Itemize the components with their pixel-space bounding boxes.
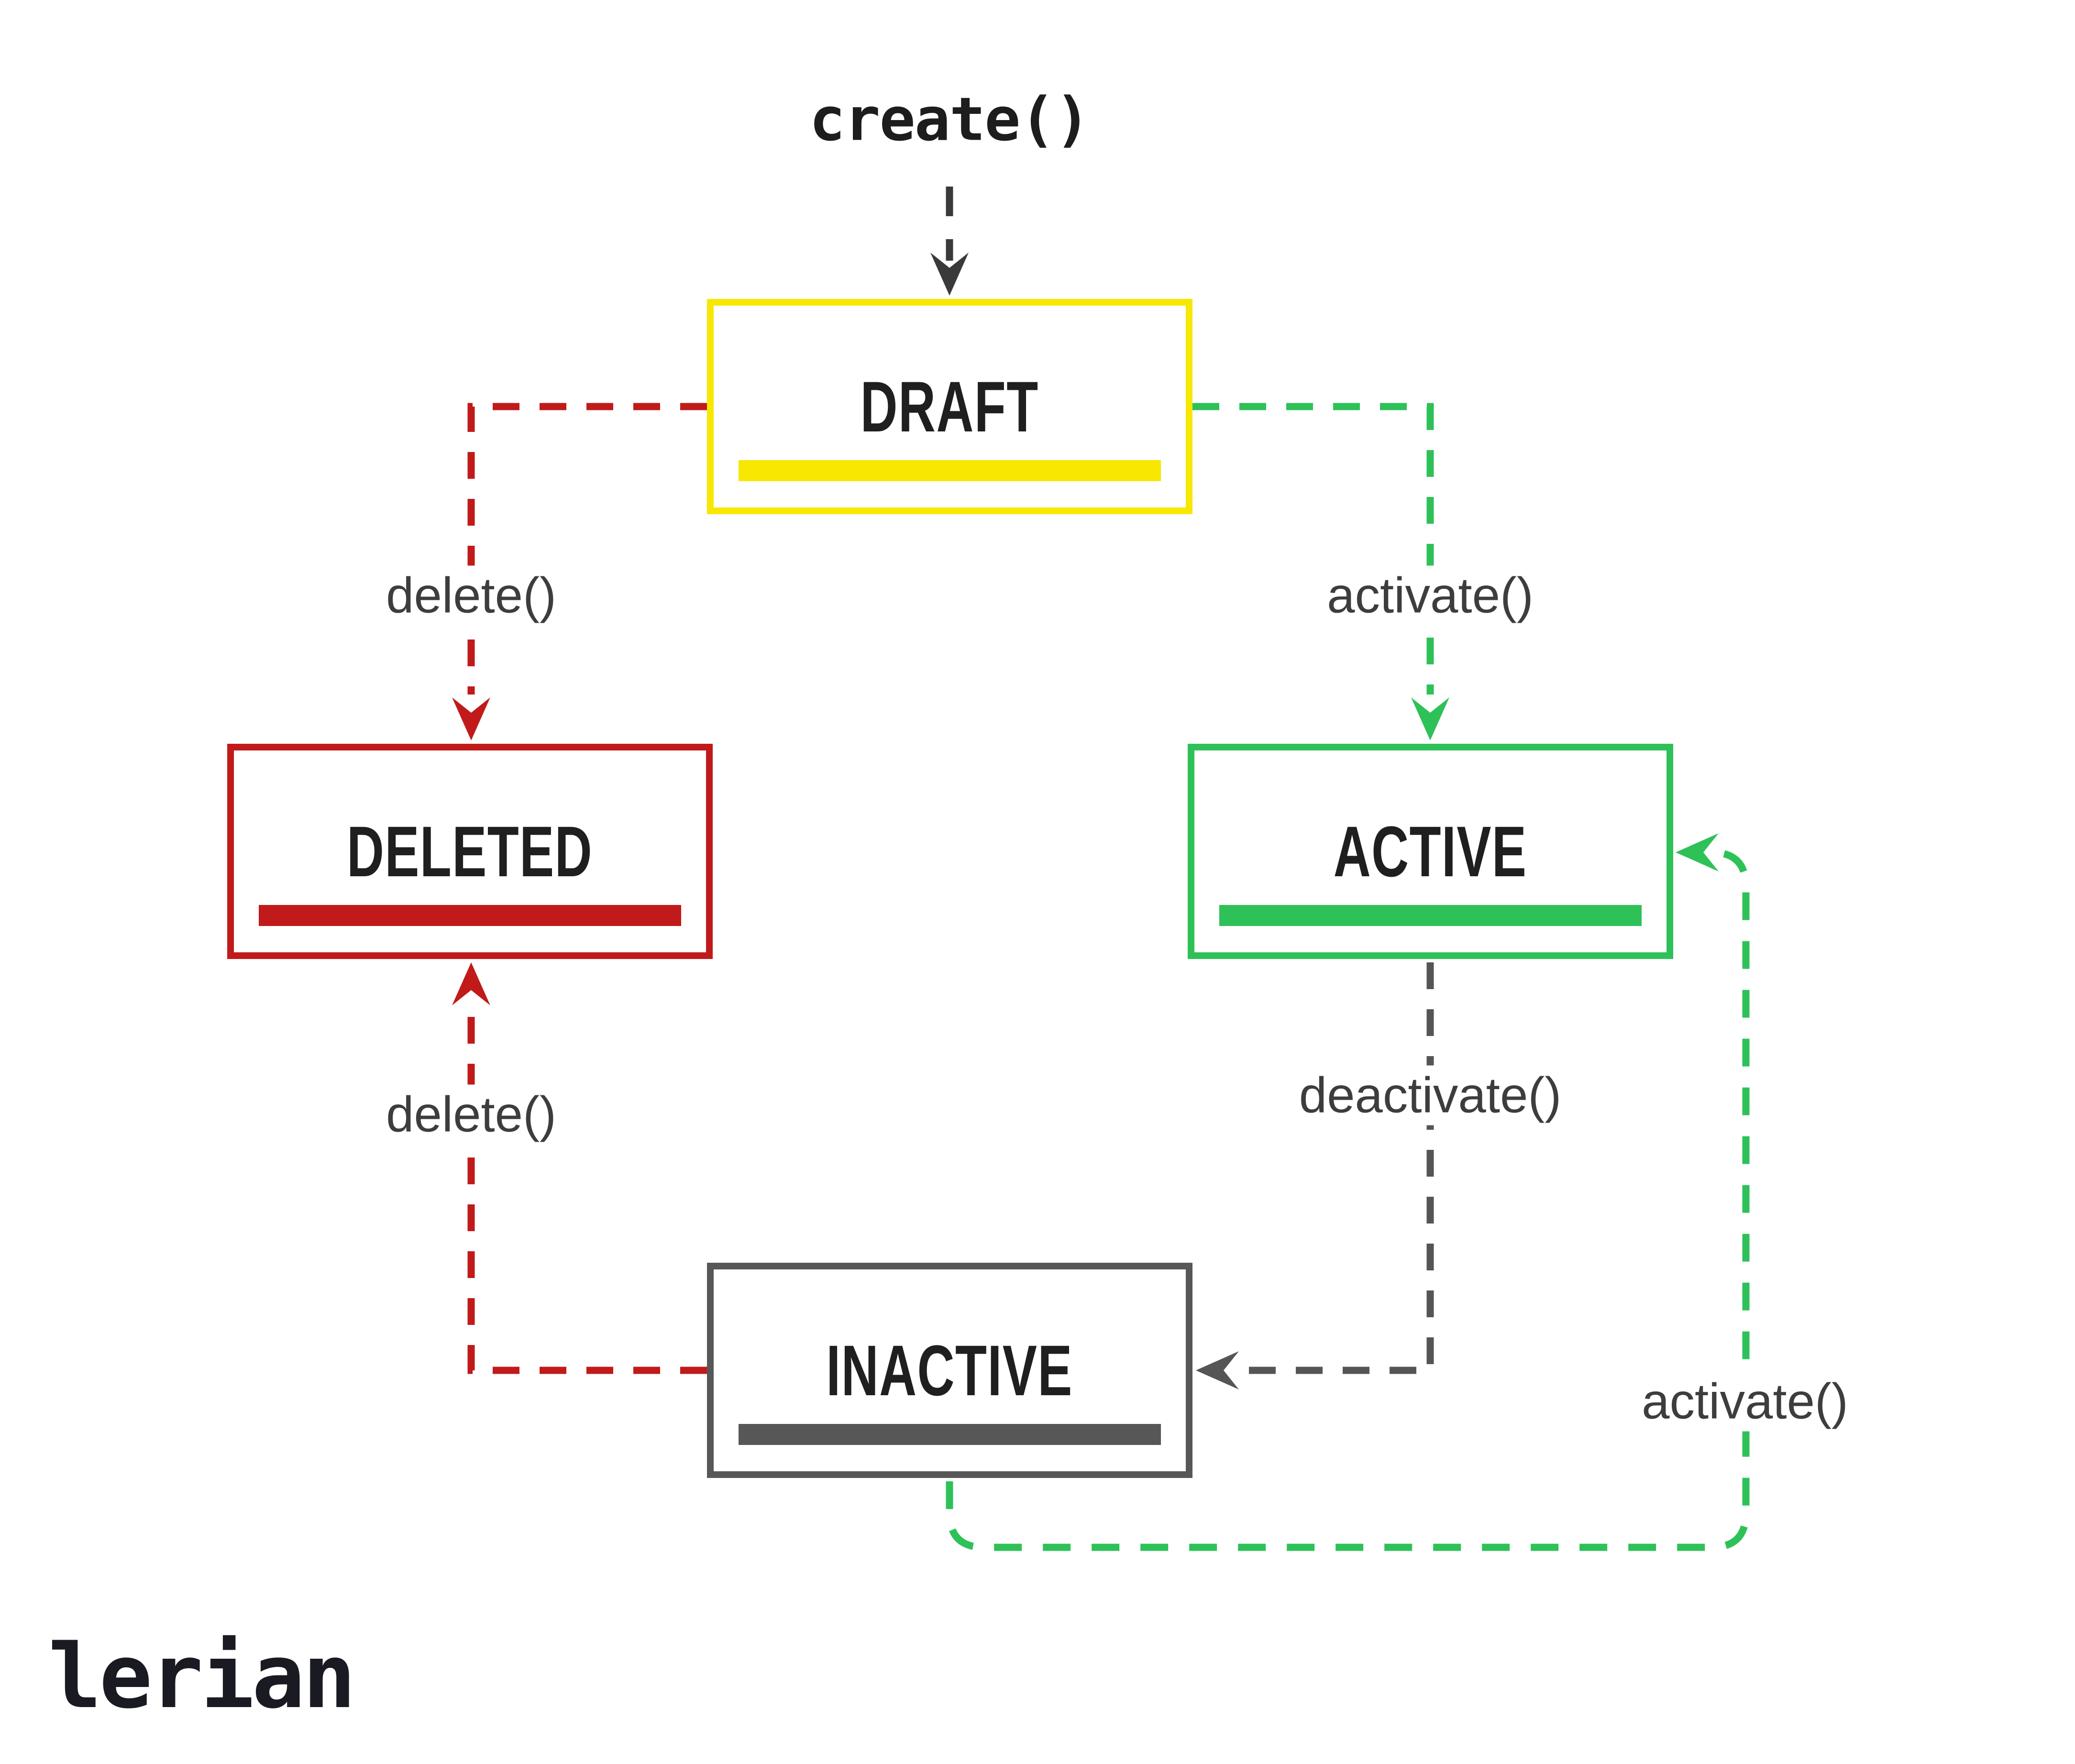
state-label-inactive: INACTIVE: [826, 1330, 1073, 1411]
state-underline-bar-inactive: [739, 1424, 1161, 1445]
inactive-to-deleted-line: [467, 1004, 707, 1374]
transition-label-delete-inactive: delete(): [375, 1084, 567, 1145]
state-underline-bar-draft: [739, 460, 1161, 481]
state-box-inactive: INACTIVE: [707, 1263, 1192, 1478]
inactive-to-active-arrowhead-icon: [1676, 833, 1719, 871]
create-entry-label: create(): [809, 85, 1091, 154]
state-box-draft: DRAFT: [707, 299, 1192, 514]
state-label-draft: DRAFT: [860, 366, 1039, 447]
state-underline-bar-active: [1219, 905, 1642, 926]
draft-to-active-arrowhead-icon: [1411, 697, 1449, 740]
state-label-active: ACTIVE: [1334, 811, 1527, 892]
transition-label-activate-draft: activate(): [1316, 565, 1544, 626]
transition-label-activate-inactive: activate(): [1631, 1371, 1859, 1432]
inactive-to-active-line: [946, 849, 1750, 1551]
draft-to-active-line: [1192, 403, 1434, 695]
state-label-deleted: DELETED: [347, 811, 593, 892]
lerian-logo: lerian: [48, 1625, 356, 1728]
state-underline-bar-deleted: [259, 905, 681, 926]
draft-to-deleted-arrowhead-icon: [452, 697, 490, 740]
transition-label-deactivate: deactivate(): [1288, 1065, 1572, 1125]
create-arrowhead-icon: [930, 253, 969, 296]
transition-label-delete-draft: delete(): [375, 565, 567, 626]
inactive-to-deleted-arrowhead-icon: [452, 962, 490, 1005]
draft-to-deleted-line: [467, 403, 707, 695]
state-box-deleted: DELETED: [227, 744, 713, 959]
state-box-active: ACTIVE: [1188, 744, 1673, 959]
active-to-inactive-line: [1239, 962, 1434, 1374]
active-to-inactive-arrowhead-icon: [1196, 1351, 1239, 1389]
